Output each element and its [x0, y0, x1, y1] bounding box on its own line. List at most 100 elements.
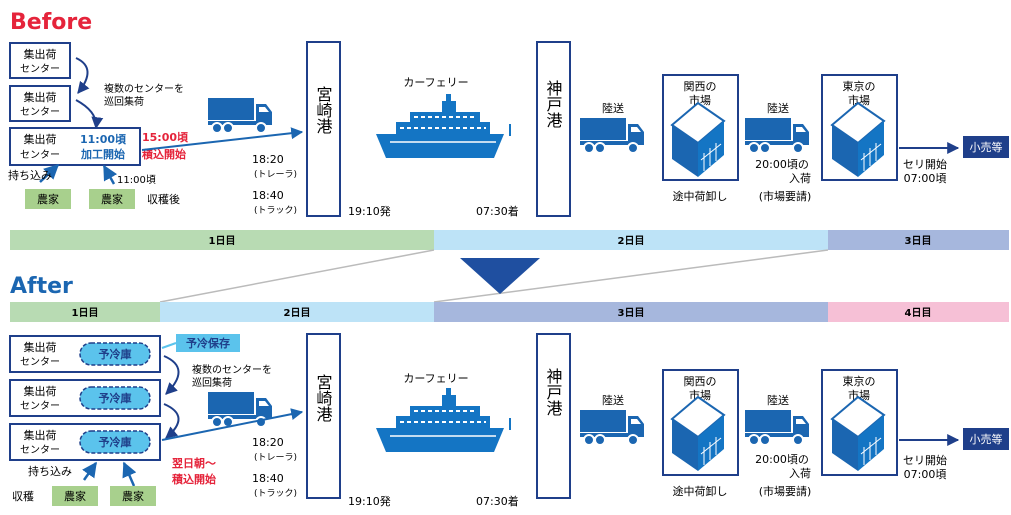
- svg-text:小売等: 小売等: [970, 432, 1003, 446]
- svg-text:神戸港: 神戸港: [544, 80, 563, 128]
- down-arrow-icon: [460, 258, 540, 294]
- loading-start: 積込開始: [141, 147, 186, 161]
- arrival-time: 20:00頃の: [755, 158, 809, 171]
- auction-start: セリ開始: [903, 453, 947, 467]
- farmer-box: 農家: [52, 486, 98, 506]
- farmer-box: 農家: [110, 486, 156, 506]
- day-label: 2日目: [618, 235, 645, 247]
- day-label: 3日目: [618, 307, 645, 319]
- center-label: 集出荷: [24, 90, 57, 104]
- arrow-icon: [82, 461, 98, 481]
- bring-in-label: 持ち込み: [28, 464, 72, 478]
- arrow-icon: [75, 99, 104, 130]
- svg-text:センター: センター: [20, 400, 60, 412]
- day-label: 1日目: [209, 235, 236, 247]
- port-miyazaki: 宮崎港: [306, 41, 341, 217]
- ferry-icon: [375, 387, 511, 453]
- trailer-label: (トレーラ): [254, 169, 297, 180]
- process-start: 加工開始: [80, 147, 125, 161]
- truck-icon: [579, 409, 645, 446]
- precool-storage-badge: 予冷保存: [176, 334, 240, 352]
- truck-label: (トラック): [254, 488, 297, 499]
- arrow-icon: [102, 164, 118, 185]
- market-request: (市場要請): [759, 189, 812, 203]
- svg-text:予冷保存: 予冷保存: [186, 336, 230, 350]
- center-box-after-3: 集出荷 センター 予冷庫: [9, 423, 161, 461]
- center-label-sub: センター: [20, 63, 60, 75]
- svg-text:神戸港: 神戸港: [544, 368, 563, 416]
- center-label-sub: センター: [20, 149, 60, 161]
- svg-text:センター: センター: [20, 356, 60, 368]
- visit-note-sub: 巡回集荷: [104, 95, 144, 108]
- farmer-box: 農家: [25, 189, 71, 209]
- market-tokyo-after: 東京の 市場: [821, 369, 898, 476]
- day-label: 3日目: [905, 235, 932, 247]
- svg-text:集出荷: 集出荷: [24, 340, 57, 354]
- after-harvest-label: 収穫後: [147, 192, 180, 206]
- auction-time: 07:00頃: [904, 172, 947, 185]
- land-transport-label: 陸送: [602, 101, 624, 115]
- arrow-icon: [141, 127, 304, 151]
- arrow-icon: [161, 408, 304, 441]
- arrive-time: 07:30着: [476, 494, 519, 508]
- process-time: 11:00頃: [80, 132, 127, 146]
- svg-text:農家: 農家: [37, 192, 59, 206]
- truck-icon: [207, 97, 273, 134]
- land-transport-label: 陸送: [602, 393, 624, 407]
- market-request: (市場要請): [759, 484, 812, 498]
- auction-time: 07:00頃: [904, 468, 947, 481]
- port-kobe: 神戸港: [536, 41, 571, 217]
- auction-start: セリ開始: [903, 157, 947, 171]
- port-kobe-after: 神戸港: [536, 333, 571, 499]
- svg-text:東京の: 東京の: [843, 79, 876, 93]
- arrival-time: 20:00頃の: [755, 453, 809, 466]
- svg-text:農家: 農家: [122, 489, 144, 503]
- time-trailer: 18:20: [252, 436, 284, 449]
- day-label: 4日目: [905, 307, 932, 319]
- svg-text:農家: 農家: [101, 192, 123, 206]
- center-label-sub: センター: [20, 106, 60, 118]
- arrive-time: 07:30着: [476, 204, 519, 218]
- after-title: After: [10, 274, 73, 299]
- port-miyazaki-after: 宮崎港: [306, 333, 341, 499]
- svg-text:東京の: 東京の: [843, 374, 876, 388]
- center-box-1: 集出荷 センター: [9, 42, 71, 79]
- farmer-box: 農家: [89, 189, 135, 209]
- trailer-label: (トレーラ): [254, 452, 297, 463]
- day-label: 1日目: [72, 307, 99, 319]
- cooler-label: 予冷庫: [99, 435, 132, 449]
- market-kansai-after: 関西の 市場: [662, 369, 739, 476]
- svg-text:小売等: 小売等: [970, 140, 1003, 154]
- truck-icon: [744, 409, 810, 446]
- market-tokyo: 東京の 市場: [821, 74, 898, 181]
- svg-text:関西の: 関西の: [684, 80, 717, 93]
- svg-text:宮崎港: 宮崎港: [314, 374, 333, 422]
- arrow-icon: [163, 403, 180, 439]
- truck-icon: [744, 117, 810, 154]
- time-trailer: 18:20: [252, 153, 284, 166]
- svg-text:集出荷: 集出荷: [24, 428, 57, 442]
- timeline-after: 1日目 2日目 3日目 4日目: [10, 302, 1009, 322]
- cooler-label: 予冷庫: [99, 347, 132, 361]
- unload-label: 途中荷卸し: [673, 484, 728, 498]
- harvest-label: 収穫: [12, 490, 34, 503]
- retail-box: 小売等: [963, 428, 1009, 450]
- center-box-2: 集出荷 センター: [9, 85, 71, 122]
- svg-text:市場: 市場: [848, 388, 870, 402]
- land-transport-label-2: 陸送: [767, 393, 789, 407]
- arrow-icon: [122, 461, 137, 487]
- svg-text:農家: 農家: [64, 489, 86, 503]
- svg-text:市場: 市場: [689, 93, 711, 107]
- visit-note: 複数のセンターを: [104, 82, 184, 95]
- truck-icon: [207, 391, 273, 428]
- ferry-label: カーフェリー: [403, 372, 468, 385]
- loading-time: 15:00頃: [142, 130, 189, 144]
- next-morning-label: 翌日朝～: [172, 456, 216, 470]
- market-kansai: 関西の 市場: [662, 74, 739, 181]
- svg-text:センター: センター: [20, 444, 60, 456]
- truck-icon: [579, 117, 645, 154]
- ferry-icon: [375, 93, 511, 159]
- svg-text:市場: 市場: [689, 388, 711, 402]
- svg-text:関西の: 関西の: [684, 375, 717, 388]
